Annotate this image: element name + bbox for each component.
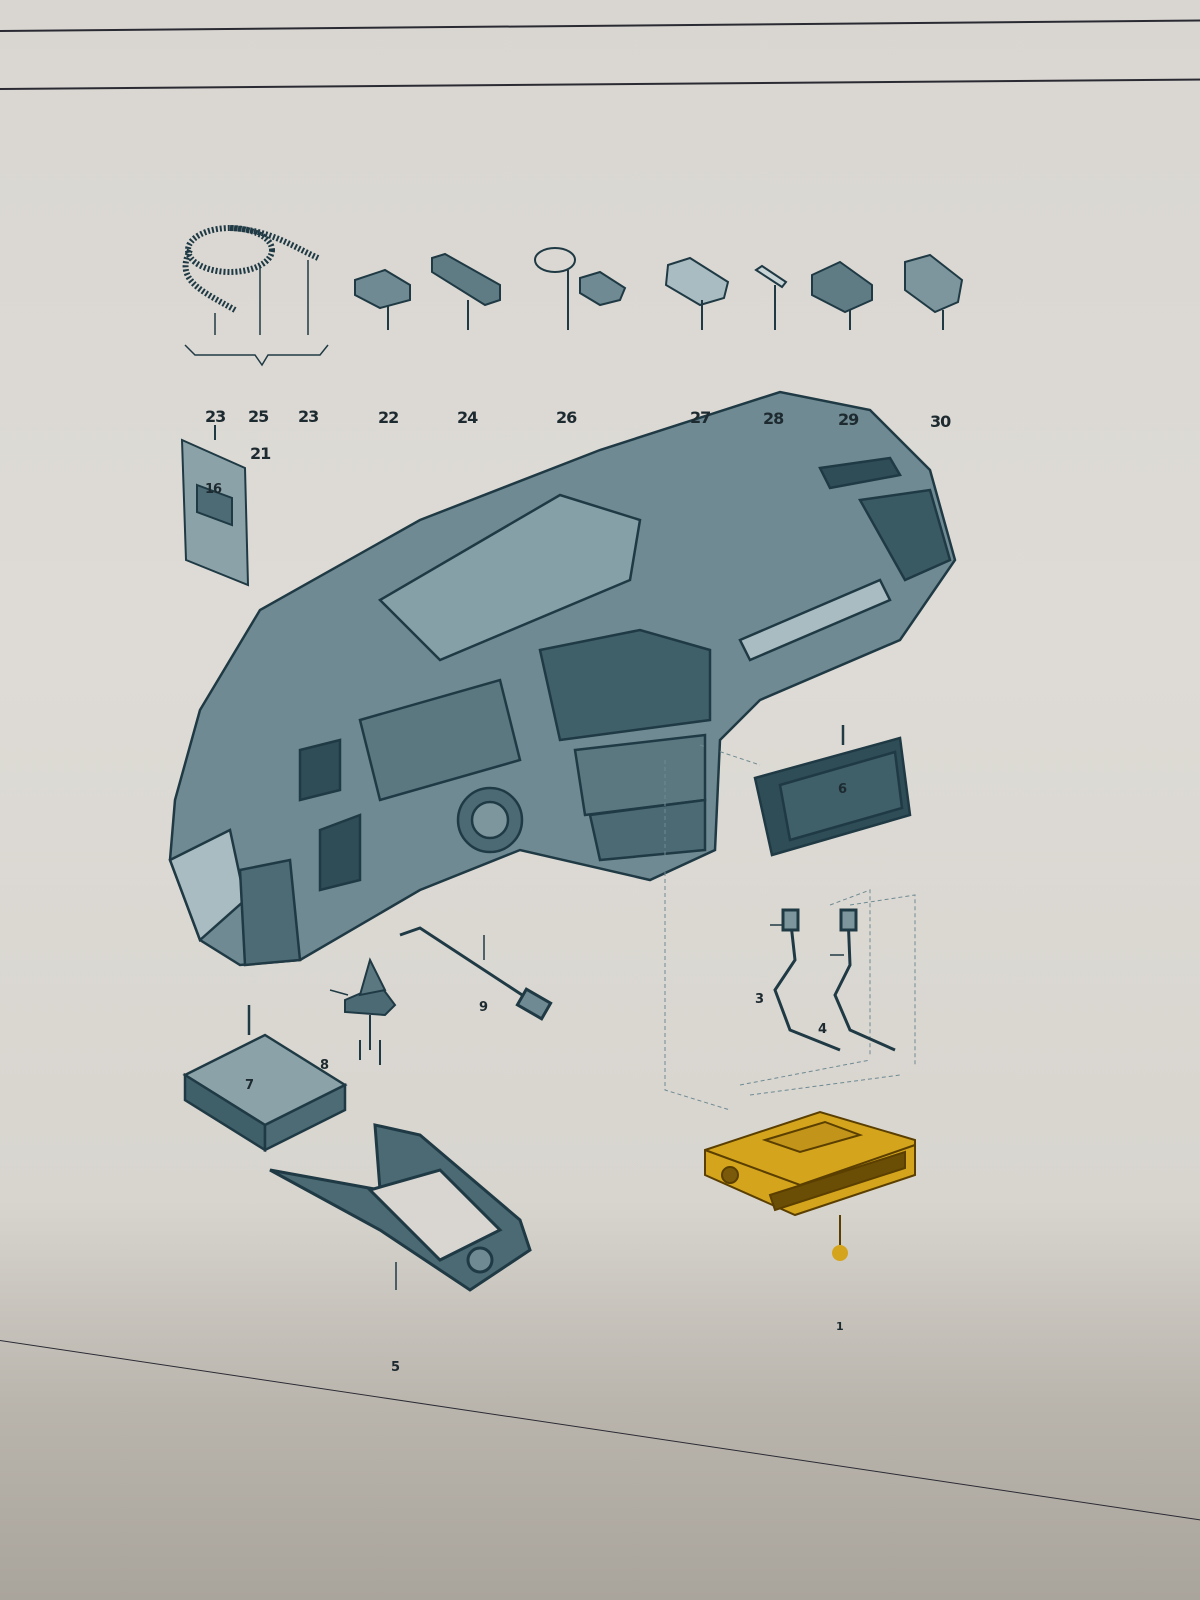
callout-6[interactable]: 6 xyxy=(838,782,847,797)
antenna-8-icon xyxy=(329,957,397,1065)
ring-connector-26-icon xyxy=(534,247,627,330)
callout-23-left[interactable]: 23 xyxy=(205,407,226,426)
callout-30[interactable]: 30 xyxy=(930,412,951,431)
connector-30-icon xyxy=(904,253,964,330)
callout-27[interactable]: 27 xyxy=(690,408,711,427)
cable-3-icon xyxy=(770,908,841,1052)
callout-3[interactable]: 3 xyxy=(755,992,764,1007)
cable-4-icon xyxy=(830,908,896,1052)
window-border-top xyxy=(0,18,1200,32)
cable-coil-icon xyxy=(182,225,320,313)
callout-29[interactable]: 29 xyxy=(838,410,859,429)
callout-1-highlighted[interactable]: 1 xyxy=(836,1320,844,1333)
console-trim-5-icon xyxy=(269,1123,532,1292)
dashboard-assembly-icon xyxy=(168,390,957,967)
callout-21[interactable]: 21 xyxy=(250,444,271,463)
display-screen-6-icon xyxy=(753,725,912,857)
window-border-bottom xyxy=(0,1340,1200,1534)
callout-24[interactable]: 24 xyxy=(457,408,478,427)
control-unit-7-icon xyxy=(182,1005,348,1153)
callout-4[interactable]: 4 xyxy=(818,1022,827,1037)
radio-unit-1-icon xyxy=(704,1110,916,1261)
callout-7[interactable]: 7 xyxy=(245,1078,254,1093)
pin-28-icon xyxy=(754,264,788,330)
manual-booklet-16-icon xyxy=(180,425,250,587)
callout-16[interactable]: 16 xyxy=(205,482,222,497)
diagram-art xyxy=(168,225,964,1292)
connector-24-icon xyxy=(431,252,501,330)
callout-8[interactable]: 8 xyxy=(320,1058,329,1073)
callout-26[interactable]: 26 xyxy=(556,408,577,427)
callout-23-right[interactable]: 23 xyxy=(298,407,319,426)
callout-9[interactable]: 9 xyxy=(479,1000,488,1015)
callout-25[interactable]: 25 xyxy=(248,407,269,426)
callout-28[interactable]: 28 xyxy=(763,409,784,428)
antenna-cable-9-icon xyxy=(399,926,553,1021)
connector-27-icon xyxy=(664,256,730,330)
callout-22[interactable]: 22 xyxy=(378,408,399,427)
block-29-icon xyxy=(811,260,873,330)
parts-diagram: 23 25 23 21 22 24 26 27 28 29 30 16 6 3 … xyxy=(0,75,1200,1375)
callout-5[interactable]: 5 xyxy=(391,1360,400,1375)
connector-22-icon xyxy=(354,268,411,330)
